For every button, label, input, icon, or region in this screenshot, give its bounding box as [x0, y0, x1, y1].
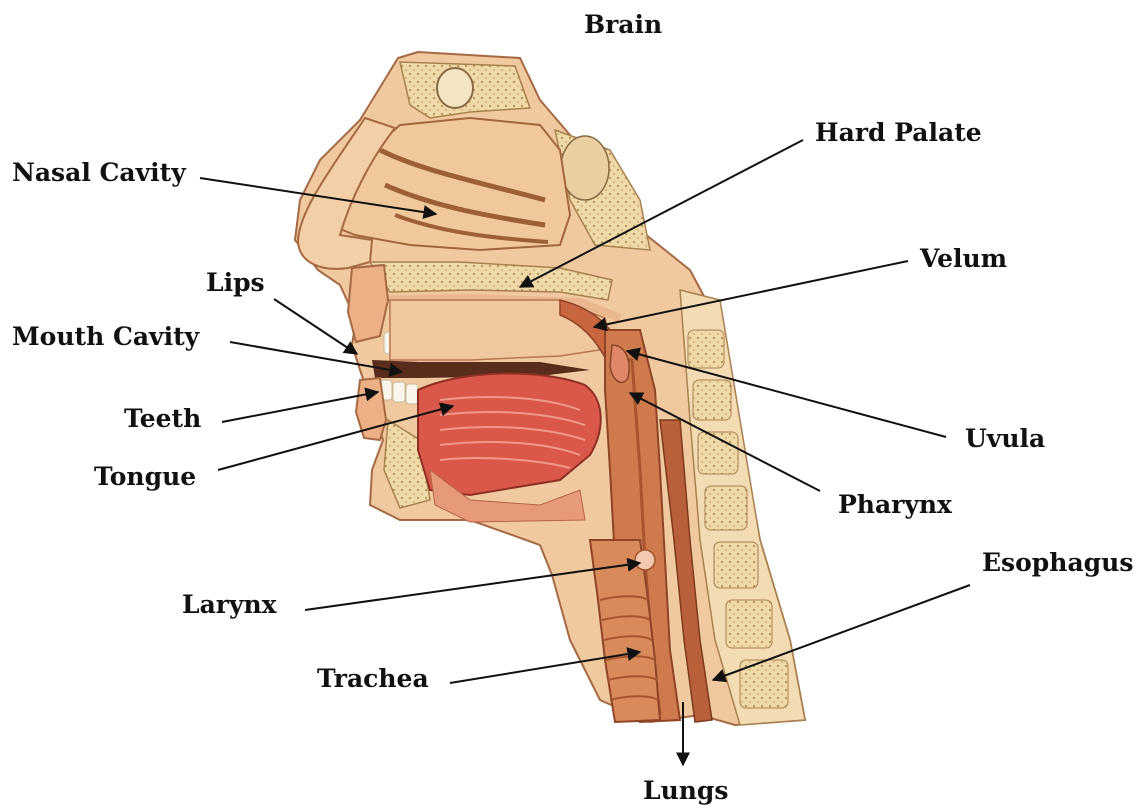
upper-lip [348, 265, 388, 342]
lips-leader [274, 299, 357, 354]
label-mouth-cavity: Mouth Cavity [12, 324, 199, 349]
label-lungs: Lungs [643, 778, 729, 803]
label-lips: Lips [206, 270, 265, 295]
label-hard-palate: Hard Palate [815, 120, 982, 145]
label-uvula: Uvula [965, 426, 1045, 451]
label-nasal-cavity: Nasal Cavity [12, 160, 186, 185]
frontal-sinus [437, 68, 473, 108]
label-larynx: Larynx [182, 592, 277, 617]
label-brain: Brain [584, 12, 662, 37]
lower-teeth [380, 380, 418, 404]
teeth-leader [222, 392, 378, 422]
label-esophagus: Esophagus [982, 550, 1133, 575]
sphenoid-sinus [561, 136, 609, 200]
label-trachea: Trachea [317, 666, 429, 691]
label-pharynx: Pharynx [838, 492, 952, 517]
label-tongue: Tongue [94, 464, 196, 489]
label-teeth: Teeth [124, 406, 201, 431]
label-velum: Velum [920, 246, 1007, 271]
